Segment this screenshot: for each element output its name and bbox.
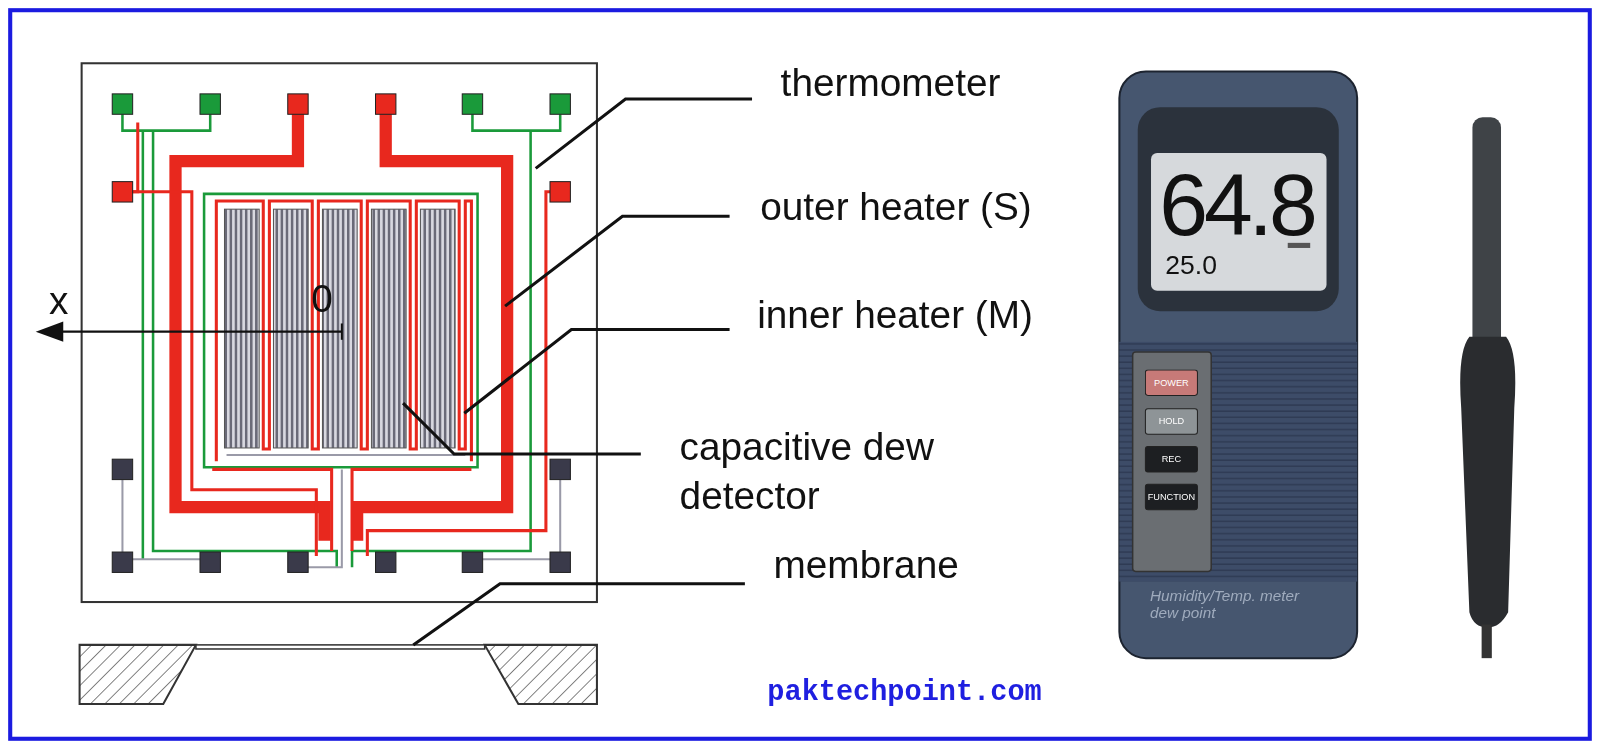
model-text: Humidity/Temp. meter dew point: [1150, 587, 1329, 622]
button-label: HOLD: [1159, 416, 1185, 426]
button-label: POWER: [1154, 378, 1189, 388]
temperature-reading: 25.0: [1165, 250, 1217, 281]
lcd-screen: 64.825.0: [1151, 153, 1327, 291]
button-label: FUNCTION: [1148, 492, 1195, 502]
part-label: inner heater (M): [757, 291, 1033, 338]
button-label: REC: [1162, 454, 1181, 464]
part-label: membrane: [773, 541, 958, 588]
button: FUNCTION: [1145, 484, 1198, 511]
watermark: paktechpoint.com: [767, 669, 1041, 716]
button: POWER: [1145, 369, 1198, 396]
part-label: capacitive dew detector: [680, 422, 986, 520]
button: HOLD: [1145, 408, 1198, 435]
part-label: outer heater (S): [760, 184, 1032, 231]
button: REC: [1145, 446, 1198, 473]
part-label: 0: [311, 276, 333, 323]
part-label: thermometer: [781, 59, 1001, 106]
part-label: x: [49, 278, 68, 325]
meter-body: Humidity/Temp. meter dew point 64.825.0PO…: [1119, 71, 1357, 658]
humidity-reading: 64.8: [1159, 155, 1313, 253]
